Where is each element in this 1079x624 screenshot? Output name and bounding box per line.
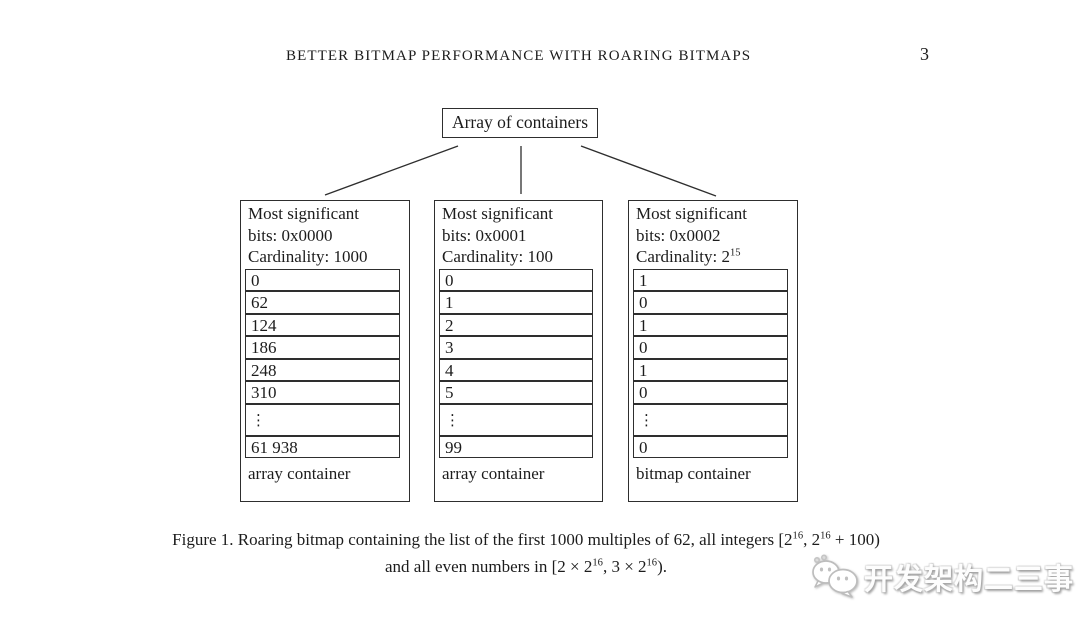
container-row: 1 xyxy=(633,313,788,336)
container-row: 0 xyxy=(633,435,788,458)
cardinality-line: Cardinality: 100 xyxy=(442,246,600,268)
container-row: 1 xyxy=(633,358,788,381)
watermark-text: 开发架构二三事 xyxy=(864,562,1075,596)
cardinality-line: Cardinality: 215 xyxy=(636,246,795,268)
container-row: 248 xyxy=(245,358,400,381)
connector-line-left xyxy=(324,145,459,196)
superscript-text: 15 xyxy=(729,247,741,259)
container-row: 0 xyxy=(633,381,788,404)
text-segment: and all even numbers in [2 × 2 xyxy=(385,557,593,576)
superscript-text: 16 xyxy=(646,557,658,569)
text-segment: + 100) xyxy=(830,530,880,549)
text-segment: Cardinality: 1000 xyxy=(248,247,368,266)
text-segment: , 3 × 2 xyxy=(602,557,647,576)
figure-caption: Figure 1. Roaring bitmap containing the … xyxy=(0,526,1052,580)
container-row: 5 xyxy=(439,381,593,404)
container-row: 0 xyxy=(633,291,788,314)
text-segment: ). xyxy=(657,557,667,576)
container-header: Most significant bits: 0x0002 Cardinalit… xyxy=(629,201,797,268)
superscript-text: 16 xyxy=(592,557,603,569)
container-row-ellipsis: ⋮ xyxy=(245,403,400,436)
text-segment: Figure 1. Roaring bitmap containing the … xyxy=(172,530,793,549)
container-row: 1 xyxy=(439,291,593,314)
container-row: 61 938 xyxy=(245,435,400,458)
superscript-text: 16 xyxy=(792,530,804,542)
container-row: 0 xyxy=(633,336,788,359)
array-of-containers-box: Array of containers xyxy=(442,108,598,138)
array-of-containers-label: Array of containers xyxy=(451,112,589,132)
container-box-0x0000: Most significant bits: 0x0000 Cardinalit… xyxy=(240,200,410,502)
container-row: 0 xyxy=(439,268,593,291)
container-row-ellipsis: ⋮ xyxy=(439,403,593,436)
container-row: 99 xyxy=(439,435,593,458)
container-row: 3 xyxy=(439,336,593,359)
container-row: 310 xyxy=(245,381,400,404)
text-segment: Cardinality: 2 xyxy=(636,247,730,266)
container-header: Most significant bits: 0x0000 Cardinalit… xyxy=(241,201,409,268)
container-row: 124 xyxy=(245,313,400,336)
container-row: 4 xyxy=(439,358,593,381)
msb-line1: Most significant xyxy=(636,204,747,223)
text-segment: , 2 xyxy=(803,530,821,549)
container-row-ellipsis: ⋮ xyxy=(633,403,788,436)
container-row: 186 xyxy=(245,336,400,359)
container-box-0x0002: Most significant bits: 0x0002 Cardinalit… xyxy=(628,200,798,502)
msb-line1: Most significant xyxy=(442,204,553,223)
msb-line2: bits: 0x0002 xyxy=(636,225,721,245)
container-type-label: array container xyxy=(442,464,545,483)
running-header-title: BETTER BITMAP PERFORMANCE WITH ROARING B… xyxy=(286,48,752,64)
container-header: Most significant bits: 0x0001 Cardinalit… xyxy=(435,201,602,268)
text-segment: Cardinality: 100 xyxy=(442,247,553,266)
container-row: 0 xyxy=(245,268,400,291)
container-box-0x0001: Most significant bits: 0x0001 Cardinalit… xyxy=(434,200,603,502)
page-number: 3 xyxy=(920,44,929,64)
container-row: 62 xyxy=(245,291,400,314)
cardinality-line: Cardinality: 1000 xyxy=(248,246,407,268)
superscript-text: 16 xyxy=(820,530,831,542)
container-row: 2 xyxy=(439,313,593,336)
msb-line2: bits: 0x0001 xyxy=(442,225,527,245)
msb-line1: Most significant xyxy=(248,204,359,223)
chat-bubbles-icon xyxy=(812,554,858,598)
container-type-label: bitmap container xyxy=(636,464,751,483)
container-row: 1 xyxy=(633,268,788,291)
caption-line2: and all even numbers in [2 × 216, 3 × 21… xyxy=(0,553,1052,580)
connector-line-right xyxy=(580,145,717,197)
caption-line1: Figure 1. Roaring bitmap containing the … xyxy=(0,526,1052,553)
watermark: 开发架构二三事 xyxy=(810,554,1074,600)
container-type-label: array container xyxy=(248,464,351,483)
msb-line2: bits: 0x0000 xyxy=(248,225,333,245)
